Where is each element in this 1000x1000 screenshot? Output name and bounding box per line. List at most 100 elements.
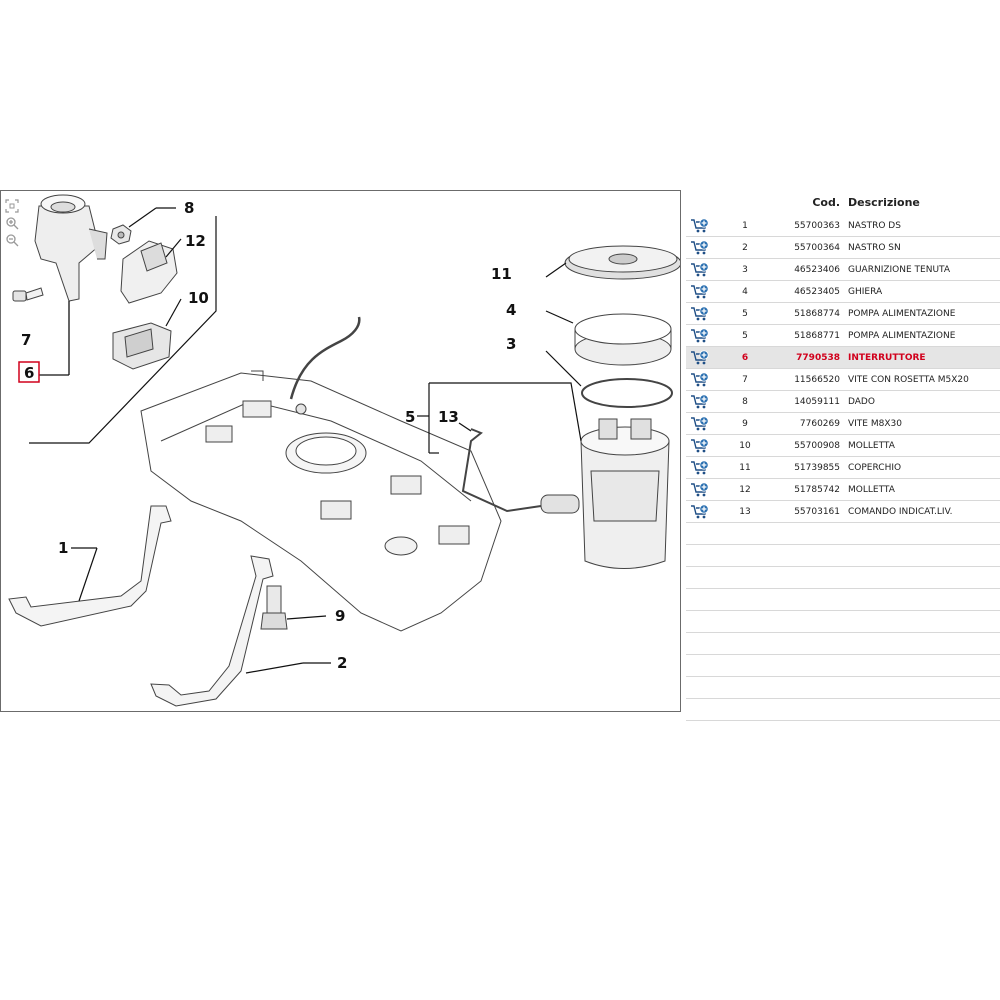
cart-cell[interactable] xyxy=(686,236,720,259)
cart-cell[interactable] xyxy=(686,500,720,523)
zoom-out-icon[interactable] xyxy=(5,233,19,247)
callout-12[interactable]: 12 xyxy=(185,232,206,250)
callout-6[interactable]: 6 xyxy=(24,364,34,382)
part-switch-drawing[interactable] xyxy=(34,194,108,376)
position-cell: 4 xyxy=(720,280,770,303)
add-to-cart-icon[interactable] xyxy=(690,438,710,453)
callout-9[interactable]: 9 xyxy=(335,607,345,625)
callout-3[interactable]: 3 xyxy=(506,335,516,353)
add-to-cart-icon[interactable] xyxy=(690,416,710,431)
exploded-diagram-panel[interactable]: 8 12 10 7 6 11 4 3 5 13 1 9 2 xyxy=(0,190,681,712)
header-code: Cod. xyxy=(812,196,840,209)
callout-13[interactable]: 13 xyxy=(438,408,459,426)
description-cell: VITE M8X30 xyxy=(846,412,1000,435)
position-cell: 13 xyxy=(720,500,770,523)
code-cell: 55700908 xyxy=(770,434,846,457)
description-cell: MOLLETTA xyxy=(846,434,1000,457)
empty-row xyxy=(686,632,1000,655)
add-to-cart-icon[interactable] xyxy=(690,482,710,497)
cart-cell[interactable] xyxy=(686,434,720,457)
add-to-cart-icon[interactable] xyxy=(690,284,710,299)
part-level-sender-drawing[interactable] xyxy=(458,422,580,514)
description-cell: INTERRUTTORE xyxy=(846,346,1000,369)
cart-cell[interactable] xyxy=(686,368,720,391)
add-to-cart-icon[interactable] xyxy=(690,372,710,387)
empty-row xyxy=(686,654,1000,677)
description-cell: POMPA ALIMENTAZIONE xyxy=(846,324,1000,347)
callout-10[interactable]: 10 xyxy=(188,289,209,307)
part-pump-drawing[interactable] xyxy=(417,382,670,569)
cart-cell[interactable] xyxy=(686,478,720,501)
cart-cell[interactable] xyxy=(686,390,720,413)
callout-5[interactable]: 5 xyxy=(405,408,415,426)
position-cell: 9 xyxy=(720,412,770,435)
code-cell: 46523406 xyxy=(770,258,846,281)
empty-row xyxy=(686,544,1000,567)
add-to-cart-icon[interactable] xyxy=(690,262,710,277)
add-to-cart-icon[interactable] xyxy=(690,306,710,321)
part-ringnut-drawing[interactable] xyxy=(545,310,672,366)
cart-cell[interactable] xyxy=(686,258,720,281)
part-nut-drawing[interactable] xyxy=(110,207,176,245)
add-to-cart-icon[interactable] xyxy=(690,394,710,409)
cart-cell[interactable] xyxy=(686,302,720,325)
position-cell: 10 xyxy=(720,434,770,457)
part-screw-small-drawing[interactable] xyxy=(12,287,44,302)
part-strap-1-drawing[interactable] xyxy=(8,505,172,627)
code-cell: 55700364 xyxy=(770,236,846,259)
part-bracket-drawing[interactable] xyxy=(120,238,182,304)
code-cell: 46523405 xyxy=(770,280,846,303)
cart-cell[interactable] xyxy=(686,280,720,303)
callout-11[interactable]: 11 xyxy=(491,265,512,283)
add-to-cart-icon[interactable] xyxy=(690,218,710,233)
cart-cell[interactable] xyxy=(686,346,720,369)
add-to-cart-icon[interactable] xyxy=(690,328,710,343)
position-cell: 11 xyxy=(720,456,770,479)
part-clip-drawing[interactable] xyxy=(112,298,182,370)
zoom-in-icon[interactable] xyxy=(5,216,19,230)
description-cell: GUARNIZIONE TENUTA xyxy=(846,258,1000,281)
part-gasket-drawing[interactable] xyxy=(545,350,673,408)
empty-row xyxy=(686,698,1000,721)
code-cell: 51785742 xyxy=(770,478,846,501)
fit-icon[interactable] xyxy=(5,199,19,213)
add-to-cart-icon[interactable] xyxy=(690,460,710,475)
cart-cell[interactable] xyxy=(686,215,720,237)
callout-4[interactable]: 4 xyxy=(506,301,516,319)
code-cell: 11566520 xyxy=(770,368,846,391)
add-to-cart-icon[interactable] xyxy=(690,240,710,255)
cart-cell[interactable] xyxy=(686,412,720,435)
part-cover-drawing[interactable] xyxy=(545,245,680,280)
position-cell: 5 xyxy=(720,302,770,325)
callout-1[interactable]: 1 xyxy=(58,539,68,557)
part-strap-2-drawing[interactable] xyxy=(150,555,331,707)
callout-7[interactable]: 7 xyxy=(21,331,31,349)
add-to-cart-icon[interactable] xyxy=(690,350,710,365)
callout-2[interactable]: 2 xyxy=(337,654,347,672)
cart-cell[interactable] xyxy=(686,456,720,479)
add-to-cart-icon[interactable] xyxy=(690,504,710,519)
empty-row xyxy=(686,522,1000,545)
empty-row xyxy=(686,676,1000,699)
part-bolt-drawing[interactable] xyxy=(260,585,327,630)
callout-8[interactable]: 8 xyxy=(184,199,194,217)
position-cell: 7 xyxy=(720,368,770,391)
code-cell: 14059111 xyxy=(770,390,846,413)
position-cell: 5 xyxy=(720,324,770,347)
cart-cell[interactable] xyxy=(686,324,720,347)
